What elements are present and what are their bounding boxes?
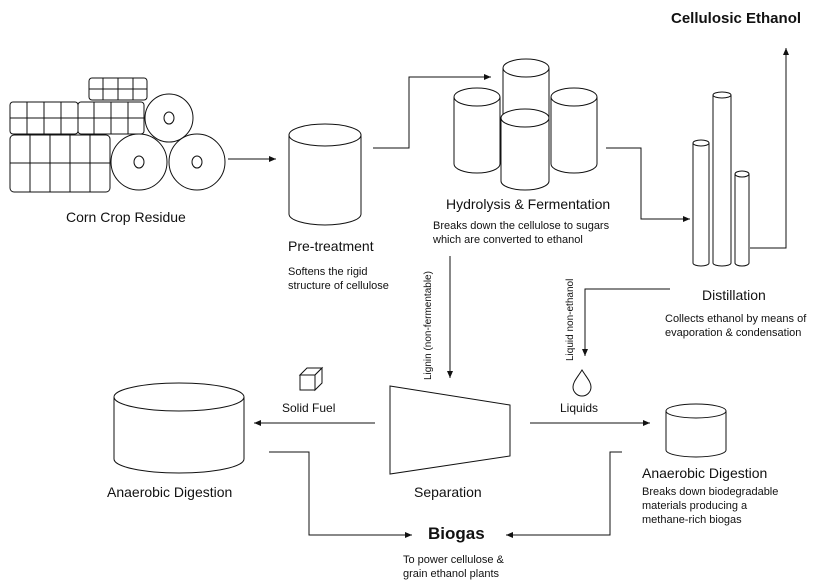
- separator-icon: [390, 386, 510, 474]
- arrow-liquid-non-ethanol: [582, 289, 670, 356]
- distillation-desc-line1: Collects ethanol by means of: [665, 313, 807, 325]
- pretreatment-label: Pre-treatment: [288, 238, 374, 254]
- distillation-columns-icon: [693, 92, 749, 266]
- hydrolysis-desc-line1: Breaks down the cellulose to sugars: [433, 220, 610, 232]
- arrow-right-digestion-to-biogas: [506, 452, 622, 538]
- hay-bales-icon: [10, 78, 225, 192]
- diagram-title: Cellulosic Ethanol: [671, 10, 802, 27]
- distillation-label: Distillation: [702, 287, 766, 303]
- anaerobic-tank-right-icon: [666, 404, 726, 457]
- separation-label: Separation: [414, 484, 482, 500]
- anaerobic-left-label: Anaerobic Digestion: [107, 484, 233, 500]
- cylinder-tank-icon: [289, 124, 361, 225]
- hydrolysis-desc-line2: which are converted to ethanol: [433, 234, 583, 246]
- pretreatment-desc-line2: structure of cellulose: [288, 280, 389, 292]
- solid-fuel-label: Solid Fuel: [282, 401, 336, 415]
- fermentation-tanks-icon: [454, 59, 597, 190]
- flow-arrows: [228, 48, 789, 538]
- liquid-non-ethanol-label: Liquid non-ethanol: [565, 278, 576, 361]
- hydrolysis-label: Hydrolysis & Fermentation: [446, 196, 611, 212]
- cube-icon: [300, 368, 322, 390]
- liquids-label: Liquids: [560, 401, 599, 415]
- anaerobic-tank-left-icon: [114, 383, 244, 473]
- arrow-distillation-to-product: [750, 48, 789, 248]
- droplet-icon: [573, 370, 591, 396]
- arrow-left-digestion-to-biogas: [269, 452, 412, 538]
- biogas-label: Biogas: [428, 524, 485, 543]
- lignin-label: Lignin (non-fermentable): [423, 271, 434, 380]
- distillation-desc-line2: evaporation & condensation: [665, 327, 802, 339]
- anaerobic-right-label: Anaerobic Digestion: [642, 465, 768, 481]
- anaerobic-right-desc-line1: Breaks down biodegradable: [642, 486, 779, 498]
- biogas-desc-line2: grain ethanol plants: [403, 568, 500, 580]
- arrow-hydrolysis-to-distillation: [606, 148, 690, 222]
- anaerobic-right-desc-line2: materials producing a: [642, 500, 748, 512]
- anaerobic-right-desc-line3: methane-rich biogas: [642, 514, 742, 526]
- biogas-desc-line1: To power cellulose &: [403, 554, 504, 566]
- corn-label: Corn Crop Residue: [66, 209, 186, 225]
- arrow-pretreatment-to-hydrolysis: [373, 74, 491, 148]
- pretreatment-desc-line1: Softens the rigid: [288, 266, 368, 278]
